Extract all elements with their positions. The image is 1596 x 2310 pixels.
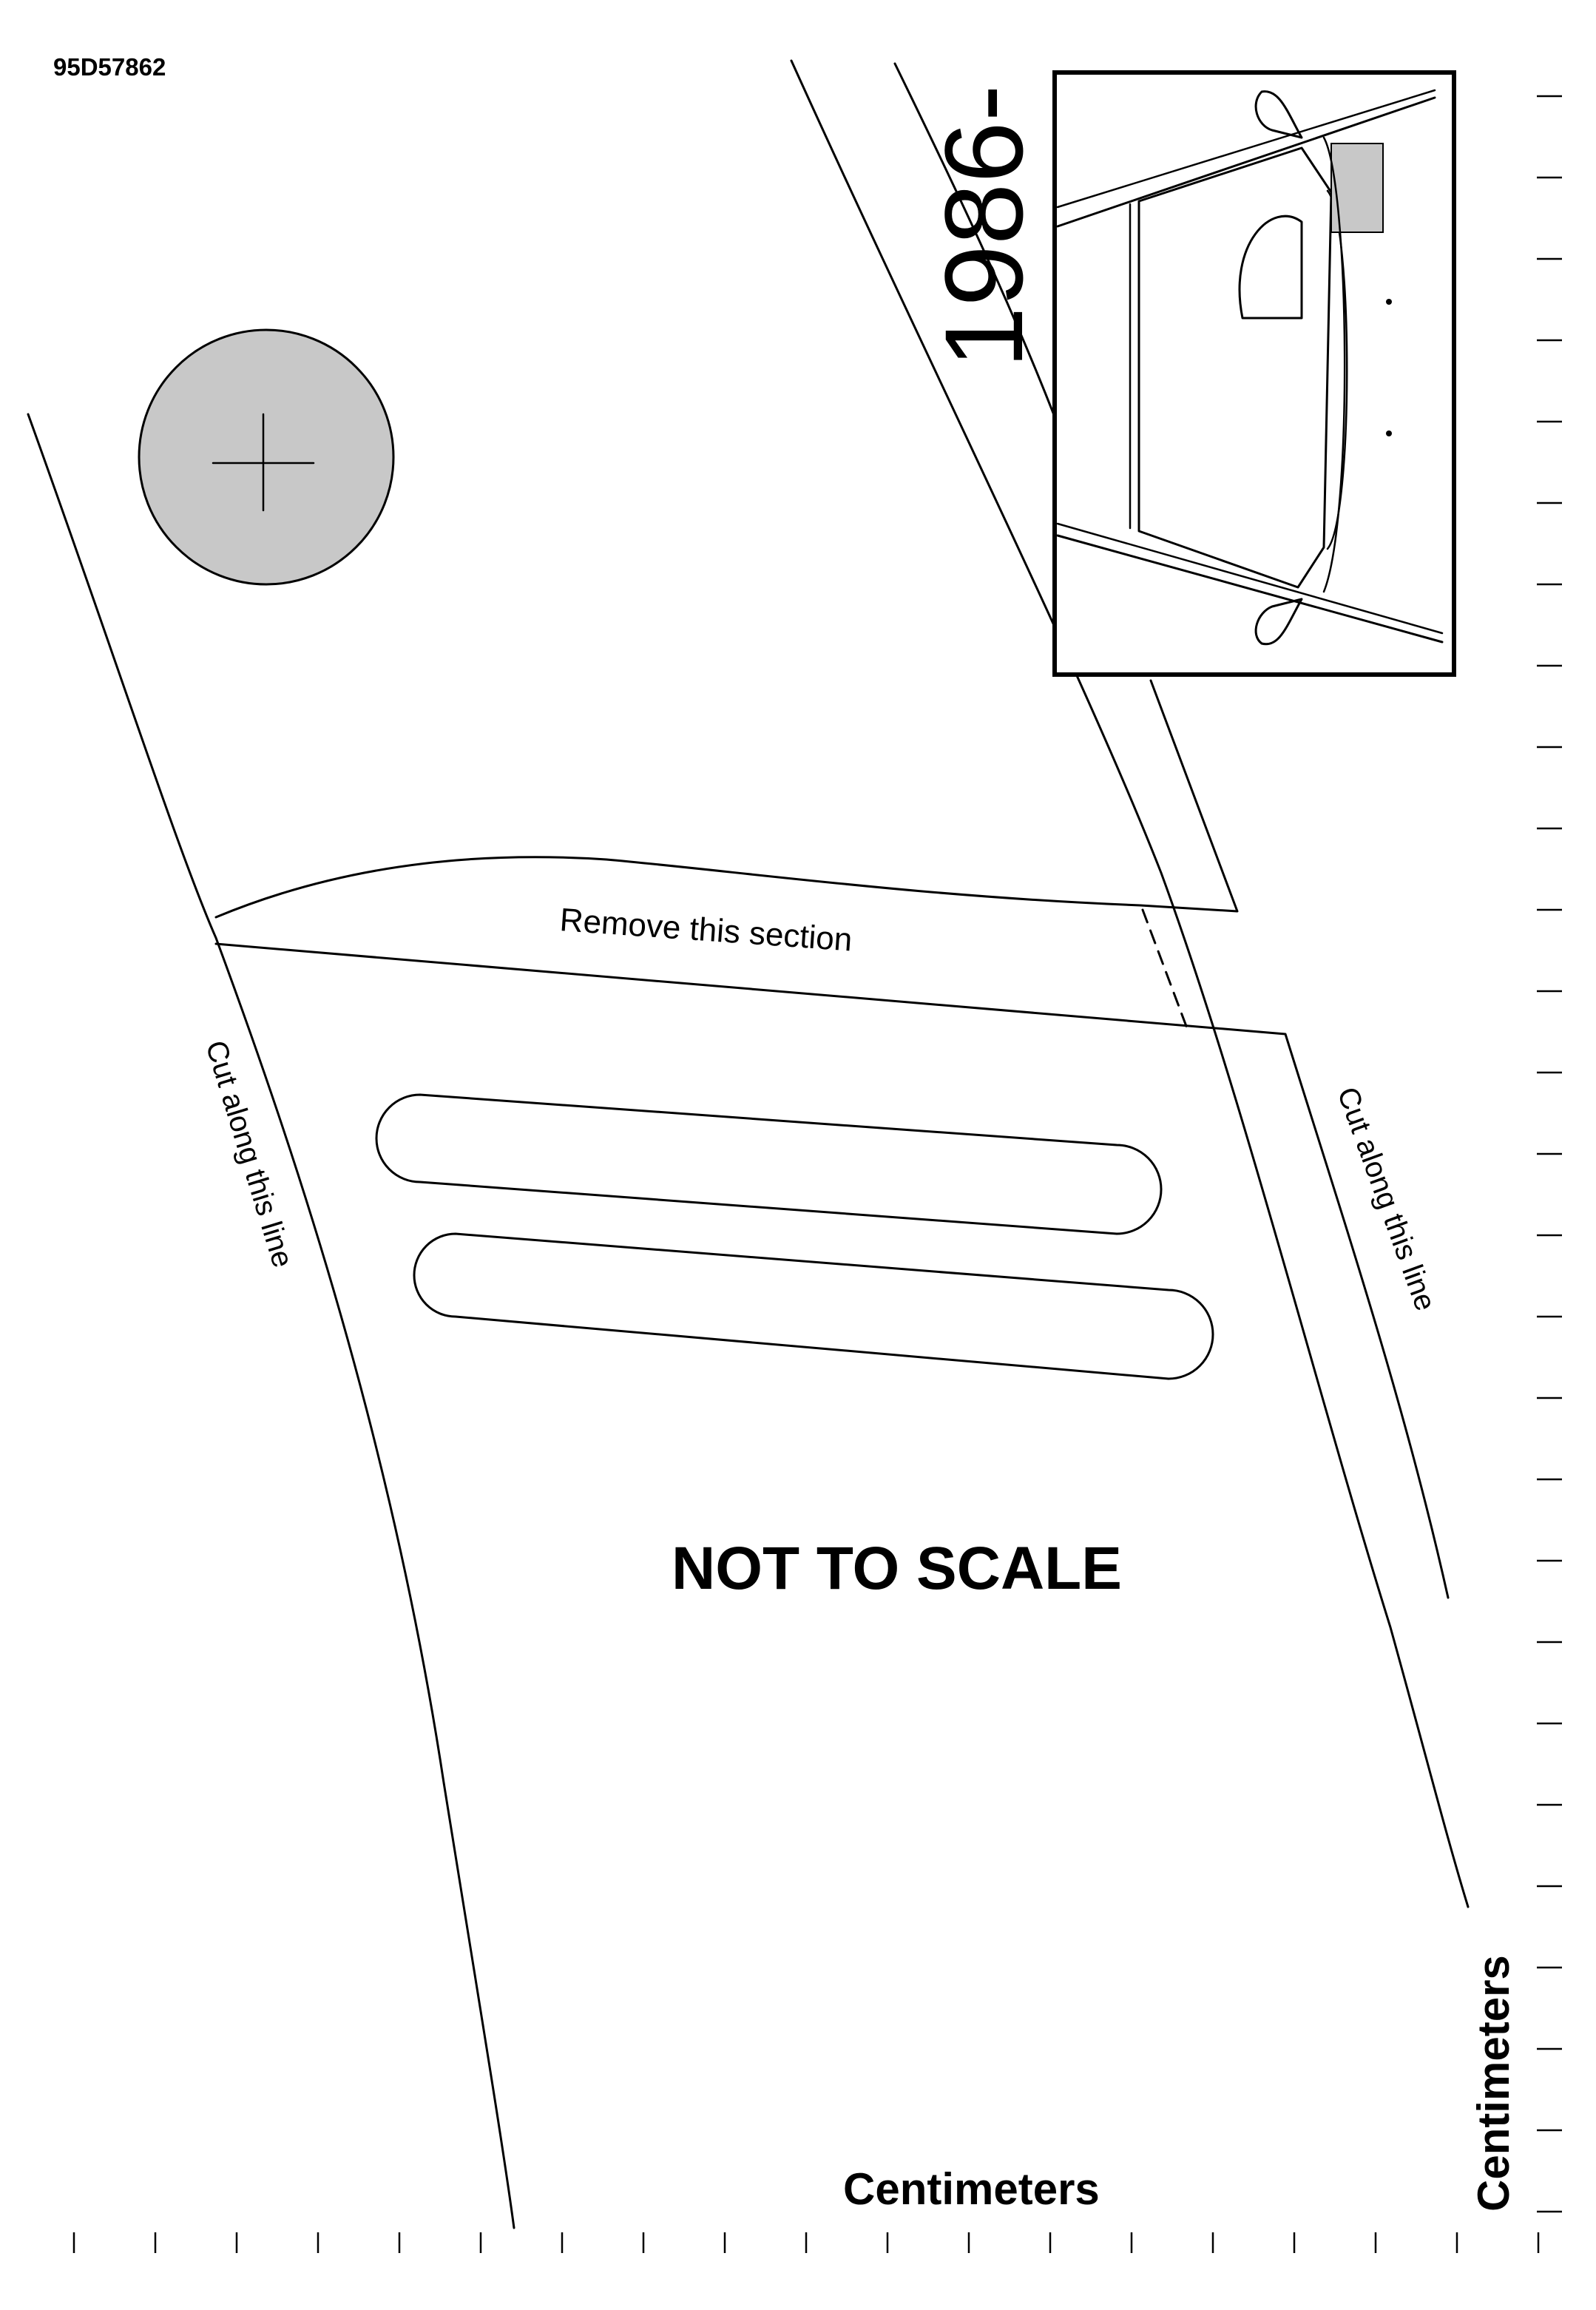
template-right-edge <box>790 59 1470 1908</box>
slot-upper <box>375 1093 1163 1235</box>
ruler-right <box>1537 95 1562 2213</box>
scale-note: NOT TO SCALE <box>672 1535 1122 1602</box>
car-rear-hatch-illustration <box>1052 70 1456 677</box>
cut-label-right: Cut along this line <box>1331 1083 1442 1315</box>
ruler-label-right: Centimeters <box>1469 1955 1518 2212</box>
remove-section-label: Remove this section <box>558 902 853 959</box>
crosshair-circle-icon <box>138 328 395 586</box>
dashed-cut-connector <box>1141 908 1191 1036</box>
ruler-bottom <box>72 2232 1540 2253</box>
template-upper-right-edge <box>893 62 1066 445</box>
cut-label-left: Cut along this line <box>199 1037 299 1271</box>
template-upper-right-edge-2 <box>1139 679 1239 913</box>
template-left-edge <box>27 413 515 2229</box>
ruler-label-bottom: Centimeters <box>843 2164 1100 2214</box>
remove-section-curve <box>214 856 1142 919</box>
slot-lower <box>413 1232 1214 1380</box>
year-label: 1986- <box>922 84 1046 368</box>
part-number: 95D57862 <box>53 53 166 81</box>
cut-line-horizontal <box>214 942 1450 1599</box>
